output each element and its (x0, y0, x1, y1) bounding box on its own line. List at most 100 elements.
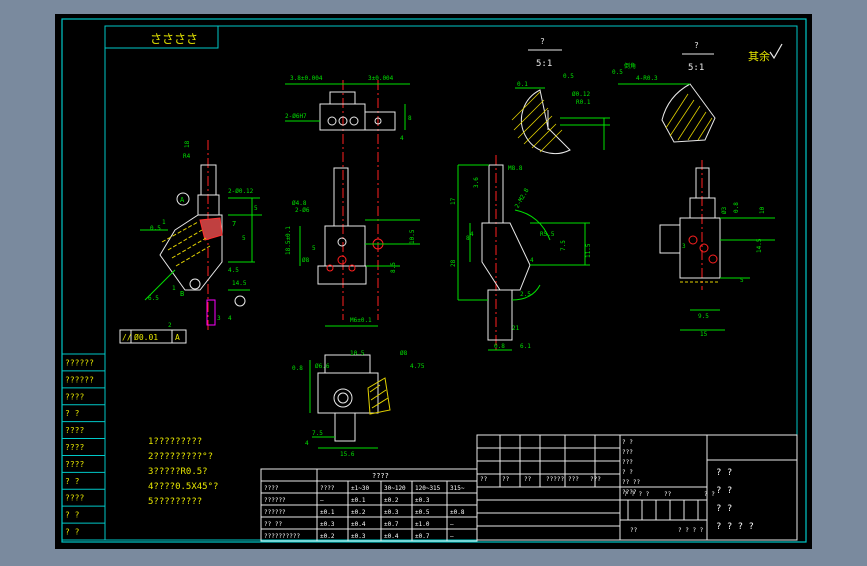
left-dim-7: 5 (254, 205, 258, 212)
left-dim-3: 1 (162, 219, 166, 226)
fcf-symbol: // (122, 333, 132, 342)
tolerance-header: ???? (320, 485, 335, 492)
left-dim-0: 18 (184, 140, 191, 148)
title-big-text: ? ? (716, 468, 732, 478)
revision-label: ???? (65, 392, 84, 401)
tolerance-cell: ?????????? (264, 533, 301, 540)
revision-label: ???? (65, 426, 84, 435)
detail-b-chamfer: 倒角 (624, 62, 636, 70)
revision-label: ? ? (65, 528, 80, 537)
side-dim-8: R5.5 (540, 231, 555, 238)
section-dim-6: 10.5 (350, 350, 365, 357)
left-dim-11: 1 (172, 285, 176, 292)
sheet-label-text: ? ? ? ? (624, 491, 650, 498)
left-dim-5: 4.5 (228, 267, 239, 274)
left-view: 18 R4 2-Ø0.12 A B 1 7 4.5 5 5 0.5 6.5 14… (140, 140, 262, 330)
title-info-text: ??? (622, 459, 633, 466)
right-dim-3: 10 (759, 206, 766, 214)
tolerance-header: 120~315 (415, 485, 441, 492)
right-view: Ø3 0.8 5 10 14.5 15 9.5 3 (659, 160, 775, 338)
side-dim-11: 4 (470, 231, 474, 238)
left-dim-14: 4 (228, 315, 232, 322)
revision-label: ???? (65, 494, 84, 503)
title-header-text: ?? (480, 476, 488, 483)
revision-label: ? ? (65, 409, 80, 418)
revision-label: ? ? (65, 511, 80, 520)
side-dim-2: M8.8 (508, 165, 523, 172)
detail-a-label: ? (540, 37, 545, 46)
side-dim-6: 8 (466, 235, 470, 242)
left-dim-4: 7 (232, 220, 236, 228)
left-dim-2: 2-Ø0.12 (228, 188, 254, 195)
tolerance-cell: ±0.4 (351, 521, 366, 528)
top-dim-1: 3±0.004 (368, 75, 394, 82)
section-dim-7: 4 (305, 440, 309, 447)
detail-a-dim-0: 0.1 (517, 81, 528, 88)
top-dim-3: 8 (408, 115, 412, 122)
tolerance-cell: ±0.5 (415, 509, 430, 516)
detail-a-dim-1: 0.5 (563, 73, 574, 80)
front-dim-5: M6±0.1 (350, 317, 372, 324)
detail-a: ? 5:1 0.1 0.5 Ø0.12 R0.1 (511, 37, 610, 155)
tolerance-cell: ±0.8 (450, 509, 465, 516)
title-info-text: ?? ?? (622, 479, 640, 486)
tolerance-cell: ?????? (264, 497, 286, 504)
tolerance-cell: ±0.7 (384, 521, 399, 528)
top-view: 3.8±0.004 3±0.004 2-Ø6H7 8 4 (285, 75, 412, 320)
title-header-text: ????? (546, 476, 564, 483)
roughness-label: 其余 (748, 49, 770, 63)
revision-label: ???? (65, 460, 84, 469)
right-dim-7: 3 (682, 243, 686, 250)
side-dim-7: 4 (530, 257, 534, 264)
title-info-text: ??? (622, 449, 633, 456)
section-dim-0: Ø6.6 (315, 363, 330, 370)
tolerance-cell: — (320, 497, 324, 504)
title-big-text: ? ? (716, 486, 732, 496)
right-dim-4: 14.5 (756, 238, 763, 253)
tolerance-cell: ?????? (264, 509, 286, 516)
title-block: ?????????????????? ???????? ??? ??????? … (476, 434, 798, 541)
side-dim-14: 6.1 (520, 343, 531, 350)
detail-b: ? 5:1 0.5 4-R0.3 倒角 (612, 41, 716, 143)
front-dim-6: Ø8 (302, 257, 310, 264)
tolerance-title: ???? (372, 472, 389, 480)
title-info-text: ???? (622, 489, 637, 496)
left-dim-6: 5 (242, 235, 246, 242)
tolerance-header: 315~ (450, 485, 465, 492)
revision-label: ?????? (65, 358, 94, 367)
side-dim-5: 7.5 (560, 240, 567, 251)
tolerance-cell: — (450, 521, 454, 528)
fcf-value: Ø0.01 (134, 332, 158, 342)
detail-b-scale: 5:1 (688, 63, 704, 73)
note-line: 4????0.5X45°? (148, 482, 218, 492)
detail-a-scale: 5:1 (536, 59, 552, 69)
tolerance-header: ???? (264, 485, 279, 492)
top-dim-4: 4 (400, 135, 404, 142)
right-dim-1: 0.8 (733, 202, 740, 213)
note-line: 3?????R0.5? (148, 467, 208, 477)
detail-b-dim-0: 0.5 (612, 69, 623, 76)
note-line: 1????????? (148, 437, 202, 447)
note-line: 5????????? (148, 497, 202, 507)
title-tab: ささささ (104, 25, 219, 49)
revision-label: ?????? (65, 375, 94, 384)
fcf-datum: A (175, 333, 180, 342)
title-header-text: ??? (568, 476, 579, 483)
right-dim-5: 15 (700, 331, 708, 338)
side-dim-12: 21 (512, 325, 520, 332)
detail-b-label: ? (694, 41, 699, 50)
left-dim-10: 14.5 (232, 280, 247, 287)
title-big-text: ? ? ? ? (716, 522, 754, 532)
title-big-text: ? ? (716, 504, 732, 514)
title-header-text: ??? (590, 476, 601, 483)
left-dim-12: 2 (168, 322, 172, 329)
section-dim-3: 4.75 (410, 363, 425, 370)
right-dim-2: 5 (740, 277, 744, 284)
side-dim-4: 11.5 (585, 243, 592, 258)
tolerance-cell: ±0.3 (415, 497, 430, 504)
title-header-text: ?? (524, 476, 532, 483)
technical-notes: 1?????????2?????????°?3?????R0.5?4????0.… (148, 437, 218, 507)
tolerance-cell: ±1.0 (415, 521, 430, 528)
tolerance-cell: ±0.3 (320, 521, 335, 528)
